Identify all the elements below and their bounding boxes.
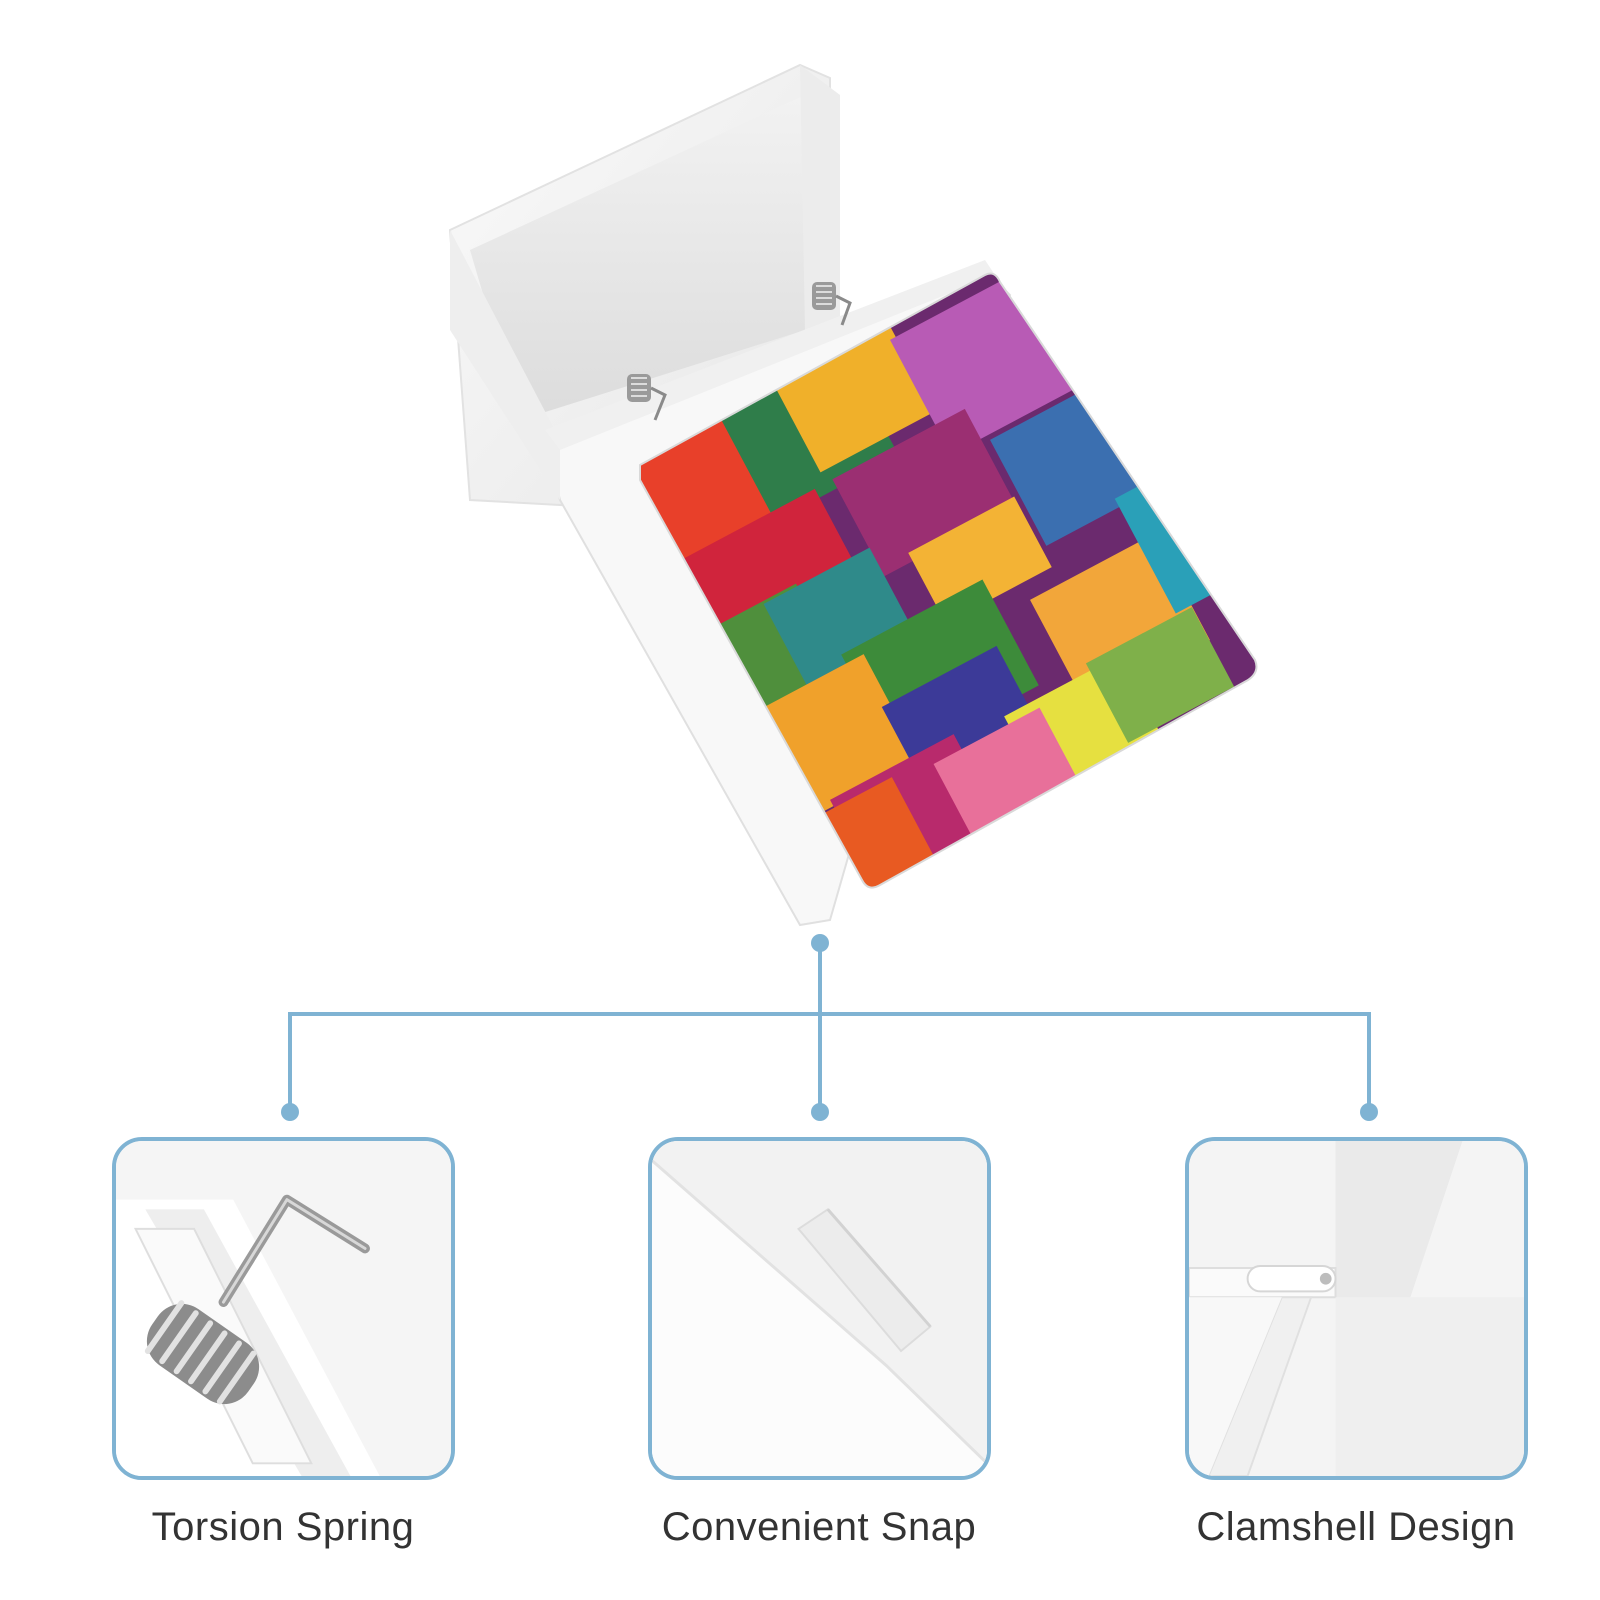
feature-panel-clamshell-design xyxy=(1185,1137,1528,1480)
feature-panel-torsion-spring xyxy=(112,1137,455,1480)
feature-panel-convenient-snap xyxy=(648,1137,991,1480)
feature-label-convenient-snap: Convenient Snap xyxy=(661,1505,977,1549)
hinge-icon xyxy=(1189,1141,1524,1476)
product-illustration xyxy=(448,63,1258,927)
torsion-spring-icon xyxy=(116,1141,451,1476)
feature-label-clamshell-design: Clamshell Design xyxy=(1196,1505,1516,1549)
hinge-spring-left xyxy=(627,374,667,421)
feature-label-torsion-spring: Torsion Spring xyxy=(151,1505,415,1549)
hinge-spring-right xyxy=(812,282,852,326)
snap-icon xyxy=(652,1141,987,1476)
